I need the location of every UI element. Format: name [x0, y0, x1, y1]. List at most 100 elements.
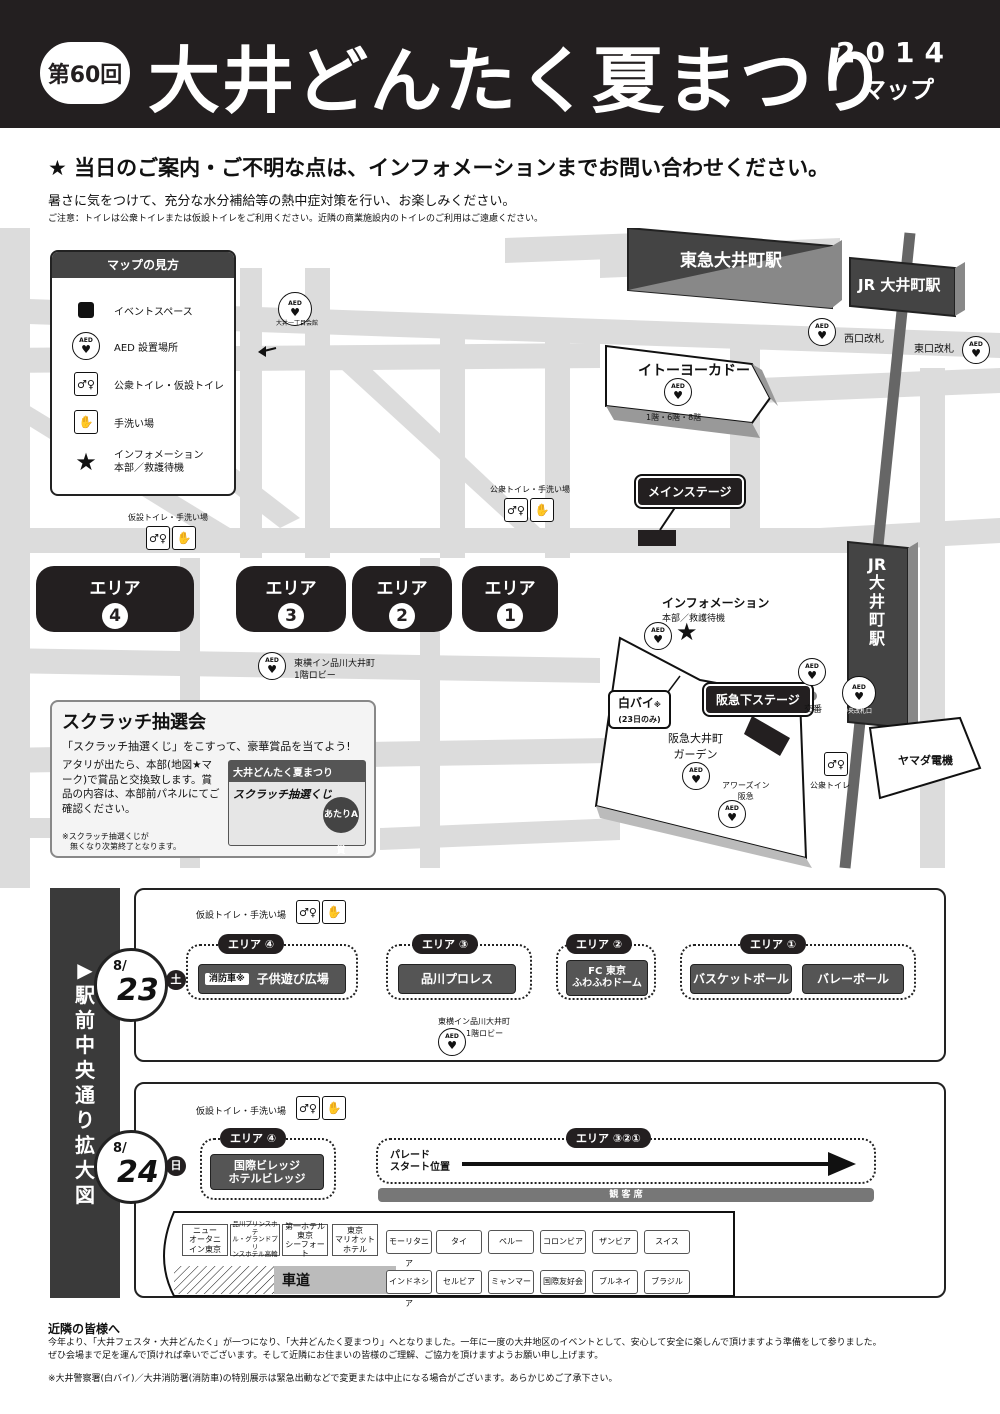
country-booth: スイス [644, 1230, 690, 1254]
handwash-icon: ✋ [172, 526, 196, 550]
scratch-ticket-image: 大井どんたく夏まつり スクラッチ抽選くじ あたりA賞 [228, 760, 366, 856]
country-booth: コロンビア [540, 1230, 586, 1254]
toyoko-floor-label: 1階ロビー [294, 671, 336, 681]
scratch-lead: 「スクラッチ抽選くじ」をこすって、豪華賞品を当てよう! [62, 740, 351, 753]
day1-panel: 仮設トイレ・手洗い場 ♂♀ ✋ エリア ④ 消防車※ 子供遊び広場 エリア ③ … [134, 888, 946, 1062]
expanded-title: ▶駅前中央通り拡大図 [50, 888, 120, 1298]
day2-area4-tag: エリア ④ [220, 1128, 287, 1148]
day2-toilet-label: 仮設トイレ・手洗い場 [196, 1107, 287, 1117]
aed-icon: AED♥ [808, 318, 836, 346]
aed-icon: AED♥ [644, 622, 672, 650]
map-legend: マップの見方 イベントスペース AED♥ AED 設置場所 ♂♀ 公衆トイレ・仮… [50, 250, 236, 496]
year-label: 2014 [836, 36, 954, 69]
info-sub-label: 本部／救護待機 [662, 614, 726, 624]
handwash-icon: ✋ [530, 498, 554, 522]
day1-area4-tag: エリア ④ [218, 934, 285, 954]
shirobai-label: 白バイ※(23日のみ) [608, 690, 671, 729]
hotel-marriott: 東京マリオットホテル [332, 1224, 378, 1256]
aed-icon: AED♥ [718, 800, 746, 828]
day1-area3-tag: エリア ③ [412, 934, 479, 954]
day2-weekday: 日 [166, 1156, 186, 1176]
jr-station-label: JR 大井町駅 [858, 276, 941, 294]
west-gate-label: 西口改札 [844, 334, 884, 345]
day2-area321-tag: エリア ③②① [566, 1128, 651, 1148]
notice-sub: 暑さに気をつけて、充分な水分補給等の熱中症対策を行い、お楽しみください。 [48, 194, 516, 209]
legend-item-wash: ✋ 手洗い場 [72, 408, 154, 436]
day2-panel: 仮設トイレ・手洗い場 ♂♀ ✋ エリア ④ 国際ビレッジホテルビレッジ エリア … [134, 1082, 946, 1308]
day1-area2-tag: エリア ② [566, 934, 633, 954]
scratch-lottery-panel: スクラッチ抽選会 「スクラッチ抽選くじ」をこすって、豪華賞品を当てよう! アタリ… [50, 700, 376, 858]
east-gate-label: 東口改札 [914, 344, 954, 355]
header-banner: 第60回 大井どんたく夏まつり 2014 マップ [0, 0, 1000, 128]
aed-icon: AED♥ [258, 652, 286, 680]
star-icon: ★ [75, 448, 97, 476]
notice-main: ★ 当日のご案内・ご不明な点は、インフォメーションまでお問い合わせください。 [48, 156, 830, 180]
country-booth: ザンビア [592, 1230, 638, 1254]
day2-date: 8/24 [94, 1130, 168, 1204]
handwash-icon: ✋ [74, 410, 98, 434]
wrestling-box: 品川プロレス [398, 964, 516, 994]
legend-item-event: イベントスペース [72, 296, 193, 324]
aed-icon: AED♥ [72, 332, 100, 360]
country-booth: ブルネイ [592, 1270, 638, 1294]
aed-icon: AED♥ [682, 762, 710, 790]
tokyu-station-label: 東急大井町駅 [680, 251, 782, 271]
public-toilet-label: 公衆トイレ [810, 781, 850, 790]
hotel-new-otani: ニューオータニイン東京 [182, 1224, 228, 1256]
central-gate-label: 中央改札口 [842, 708, 873, 715]
footer-note: ※大井警察署(白バイ)／大井消防署(消防車)の特別展示は緊急出動などで変更または… [48, 1374, 618, 1384]
oi1-hall-label: 大井一丁目会館 [276, 320, 319, 327]
parade-arrow [462, 1152, 856, 1176]
scratch-title: スクラッチ抽選会 [62, 712, 206, 733]
day1-area1-tag: エリア ① [740, 934, 807, 954]
aed-icon: AED♥ [962, 336, 990, 364]
aed-icon: AED♥ [438, 1028, 466, 1056]
event-space-icon [78, 302, 94, 318]
parade-start-label: パレードスタート位置 [390, 1150, 450, 1173]
aed-icon: AED♥ [798, 658, 826, 686]
yamada-label: ヤマダ電機 [898, 754, 953, 767]
info-label: インフォメーション [662, 596, 770, 610]
country-booth: タイ [436, 1230, 482, 1254]
toyoko-label: 東横イン品川大井町 [294, 659, 376, 669]
scratch-note: ※スクラッチ抽選くじが無くなり次第終了となります。 [62, 832, 181, 852]
hotel-daiichi: 第一ホテル東京シーフォート [282, 1222, 328, 1258]
toilet-icon: ♂♀ [296, 1096, 320, 1120]
toilet-icon: ♂♀ [296, 900, 320, 924]
volleyball-box: バレーボール [802, 964, 904, 994]
hankyu-garden-label: 阪急大井町ガーデン [668, 732, 723, 761]
country-booth: セルビア [436, 1270, 482, 1294]
day1-date: 8/23 [94, 948, 168, 1022]
legend-item-aed: AED♥ AED 設置場所 [72, 332, 178, 360]
footer-title: 近隣の皆様へ [48, 1322, 121, 1336]
country-booth: ペルー [488, 1230, 534, 1254]
country-booth: ブラジル [644, 1270, 690, 1294]
footer-body: 今年より、「大井フェスタ・大井どんたく」が一つになり、「大井どんたく夏まつり」へ… [48, 1338, 882, 1362]
legend-item-info: ★ インフォメーション本部／救護待機 [75, 448, 204, 476]
jr-station-vertical-label: JR大井町駅 [867, 555, 887, 648]
scratch-body: アタリが出たら、本部(地図★マーク)で賞品と交換致します。賞品の内容は、本部前パ… [62, 759, 220, 816]
legend-item-toilet: ♂♀ 公衆トイレ・仮設トイレ [72, 370, 224, 398]
main-stage-label: メインステージ [636, 476, 744, 507]
star-icon: ★ [676, 618, 698, 646]
koban-label: 交番 [804, 705, 823, 715]
toilet-icon: ♂♀ [824, 752, 848, 776]
toilet-icon: ♂♀ [504, 498, 528, 522]
country-booth: ミャンマー [488, 1270, 534, 1294]
day1-weekday: 土 [166, 970, 186, 990]
legend-title: マップの見方 [52, 252, 234, 278]
fire-truck-badge: 消防車※ [205, 972, 249, 986]
toilet-icon: ♂♀ [146, 526, 170, 550]
temp-toilet-wash-label: 仮設トイレ・手洗い場 [128, 513, 208, 522]
audience-seats: 観 客 席 [378, 1188, 874, 1202]
public-toilet-wash-label: 公衆トイレ・手洗い場 [490, 485, 570, 494]
page-title: 大井どんたく夏まつり [148, 39, 889, 123]
expanded-map-section: ▶駅前中央通り拡大図 仮設トイレ・手洗い場 ♂♀ ✋ エリア ④ 消防車※ 子供… [50, 888, 950, 1308]
hotel-shinagawa-prince: 品川プリンスホテル・グランドプリンスホテル高輪 [230, 1220, 280, 1258]
kids-plaza-box: 消防車※ 子供遊び広場 [198, 964, 346, 994]
map-word: マップ [862, 76, 934, 104]
